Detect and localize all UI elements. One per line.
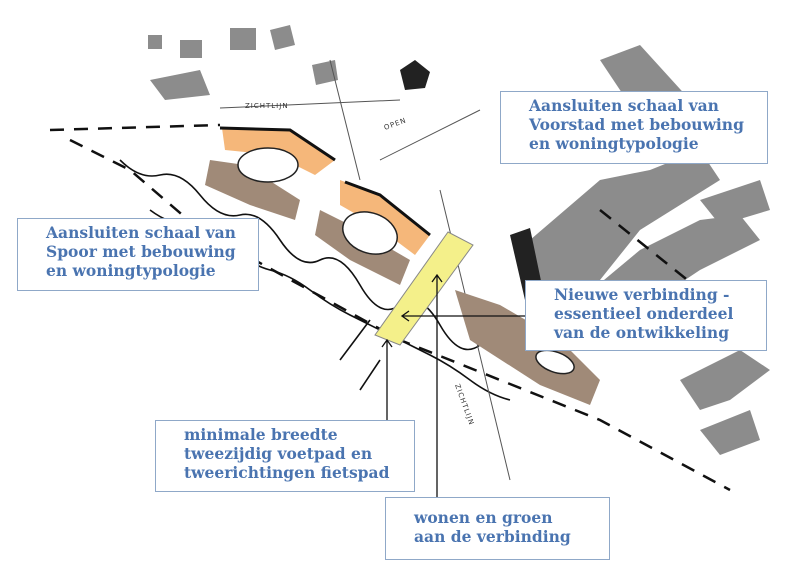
annotation-arrows (381, 273, 525, 497)
note-line: minimale breedte (184, 425, 338, 444)
note-line: tweerichtingen fietspad (184, 463, 390, 482)
note-line: tweezijdig voetpad en (184, 444, 373, 463)
note-line: Voorstad met bebouwing (529, 115, 744, 134)
note-line: wonen en groen (414, 508, 553, 527)
note-wonen: wonen en groen aan de verbinding (385, 497, 610, 560)
existing-buildings (148, 25, 770, 455)
note-line: Nieuwe verbinding - (554, 285, 730, 304)
note-line: essentieel onderdeel (554, 304, 734, 323)
new-connection-strip (374, 231, 474, 346)
sightline-label: ZICHTLIJN (245, 102, 289, 110)
note-line: aan de verbinding (414, 527, 571, 546)
note-breedte: minimale breedte tweezijdig voetpad en t… (155, 420, 415, 492)
open-label: OPEN (383, 116, 408, 132)
note-line: van de ontwikkeling (554, 323, 730, 342)
sightline-label-2: ZICHTLIJN (453, 383, 475, 427)
note-spoor: Aansluiten schaal van Spoor met bebouwin… (17, 218, 259, 291)
note-verbinding: Nieuwe verbinding - essentieel onderdeel… (525, 280, 767, 351)
note-voorstad: Aansluiten schaal van Voorstad met bebou… (500, 91, 768, 164)
note-line: Aansluiten schaal van (529, 96, 719, 115)
note-line: en woningtypologie (46, 261, 216, 280)
plan-boundary (49, 123, 731, 492)
note-line: Spoor met bebouwing (46, 242, 236, 261)
note-line: en woningtypologie (529, 134, 699, 153)
note-line: Aansluiten schaal van (46, 223, 236, 242)
